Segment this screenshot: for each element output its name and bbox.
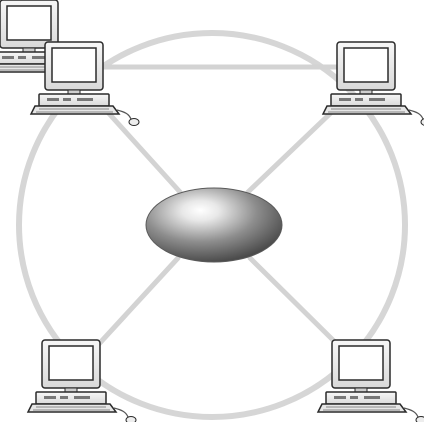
computer-bottom-right (318, 340, 424, 422)
link-top-right-to-hub (248, 108, 336, 192)
central-hub (146, 188, 282, 262)
computer-top-right (323, 42, 424, 126)
link-bottom-left-to-hub (98, 258, 178, 345)
computer-bottom-left (28, 340, 136, 422)
link-top-left-to-hub (104, 108, 180, 192)
link-bottom-right-to-hub (250, 258, 338, 345)
